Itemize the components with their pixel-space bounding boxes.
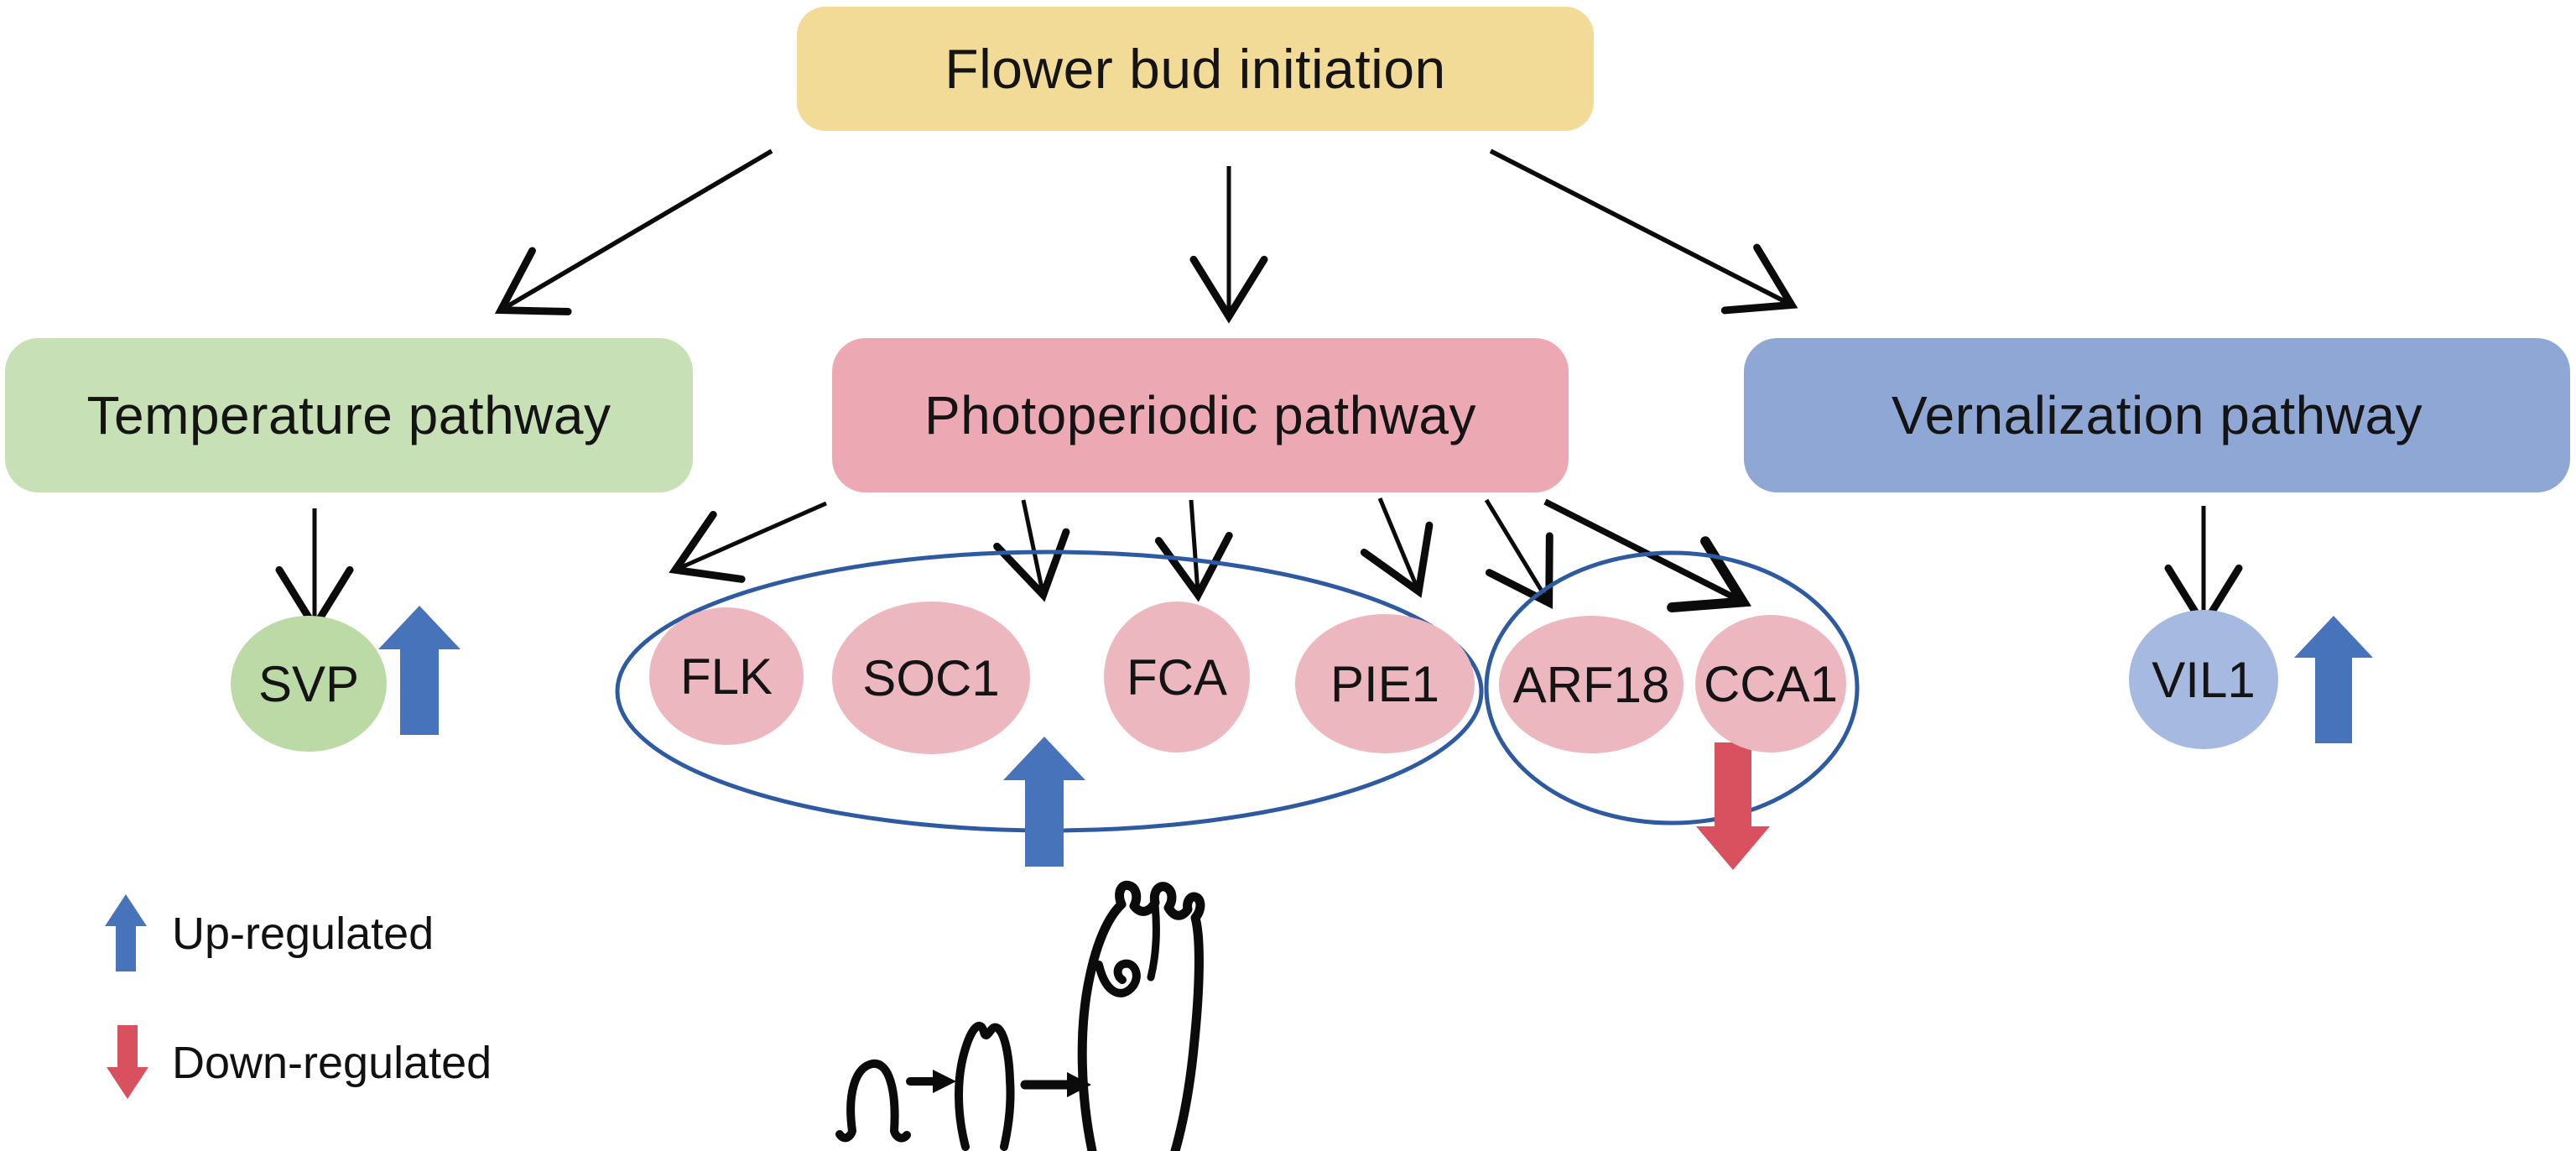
root-node-flower-bud-initiation: Flower bud initiation [797, 7, 1594, 131]
edge-photoperiodic-to-flk-arrow [669, 501, 828, 583]
gene-node-svp: SVP [231, 616, 387, 752]
legend-down-regulated-label: Down-regulated [172, 1038, 492, 1088]
gene-node-vil1: VIL1 [2129, 610, 2278, 749]
pathway-node-vernalization: Vernalization pathway [1744, 338, 2570, 492]
gene-label-pie1: PIE1 [1330, 655, 1440, 712]
edge-photoperiodic-to-arf18-arrow [1484, 498, 1553, 609]
root-node-label: Flower bud initiation [945, 38, 1446, 100]
gene-label-fca: FCA [1127, 648, 1227, 706]
down-arrow-icon [1696, 742, 1770, 870]
pathway-node-temperature: Temperature pathway [5, 338, 693, 492]
edge-photoperiodic-to-cca1-arrow [1543, 498, 1751, 612]
flower-petal-division-drawing [1147, 900, 1160, 982]
bud-stage-small-drawing [835, 1059, 911, 1143]
edge-root-to-temperature-arrow [494, 148, 773, 315]
legend-down-arrow-icon [107, 1025, 148, 1099]
gene-label-svp: SVP [258, 655, 360, 712]
edge-photoperiodic-to-fca-arrow [1154, 499, 1233, 602]
gene-label-soc1: SOC1 [862, 649, 1000, 706]
pathway-node-temperature-label: Temperature pathway [86, 385, 611, 445]
group-ellipse-downregulated-genes [1484, 550, 1860, 825]
gene-node-pie1: PIE1 [1295, 614, 1475, 753]
flower-inner-petal-curl-drawing [1095, 959, 1141, 997]
gene-label-flk: FLK [679, 648, 773, 705]
pathway-node-photoperiodic-label: Photoperiodic pathway [924, 385, 1477, 445]
pathway-node-vernalization-label: Vernalization pathway [1891, 385, 2423, 445]
stage-transition-arrow-1-head [933, 1070, 956, 1093]
gene-node-fca: FCA [1104, 602, 1250, 753]
gene-node-flk: FLK [649, 607, 804, 745]
edge-photoperiodic-to-soc1-arrow [993, 499, 1070, 602]
up-arrow-icon [1003, 737, 1085, 867]
edge-photoperiodic-to-pie1-arrow [1360, 497, 1434, 598]
up-arrow-icon [378, 606, 461, 735]
gene-node-soc1: SOC1 [832, 602, 1030, 754]
gene-label-arf18: ARF18 [1512, 656, 1670, 713]
gene-label-vil1: VIL1 [2152, 651, 2256, 708]
gene-node-cca1: CCA1 [1695, 615, 1846, 753]
edge-root-to-vernalization-arrow [1489, 148, 1798, 315]
flower-bud-development-sketch [835, 880, 1205, 1151]
bud-stage-medium-drawing [955, 1022, 1015, 1151]
up-arrow-icon [2294, 616, 2373, 743]
flower-stage-drawing [1077, 880, 1205, 1151]
gene-label-cca1: CCA1 [1703, 655, 1839, 712]
gene-node-arf18: ARF18 [1499, 616, 1684, 753]
legend-up-arrow-icon [105, 894, 147, 971]
legend-up-regulated-label: Up-regulated [172, 909, 435, 959]
pathway-node-photoperiodic: Photoperiodic pathway [832, 338, 1569, 492]
